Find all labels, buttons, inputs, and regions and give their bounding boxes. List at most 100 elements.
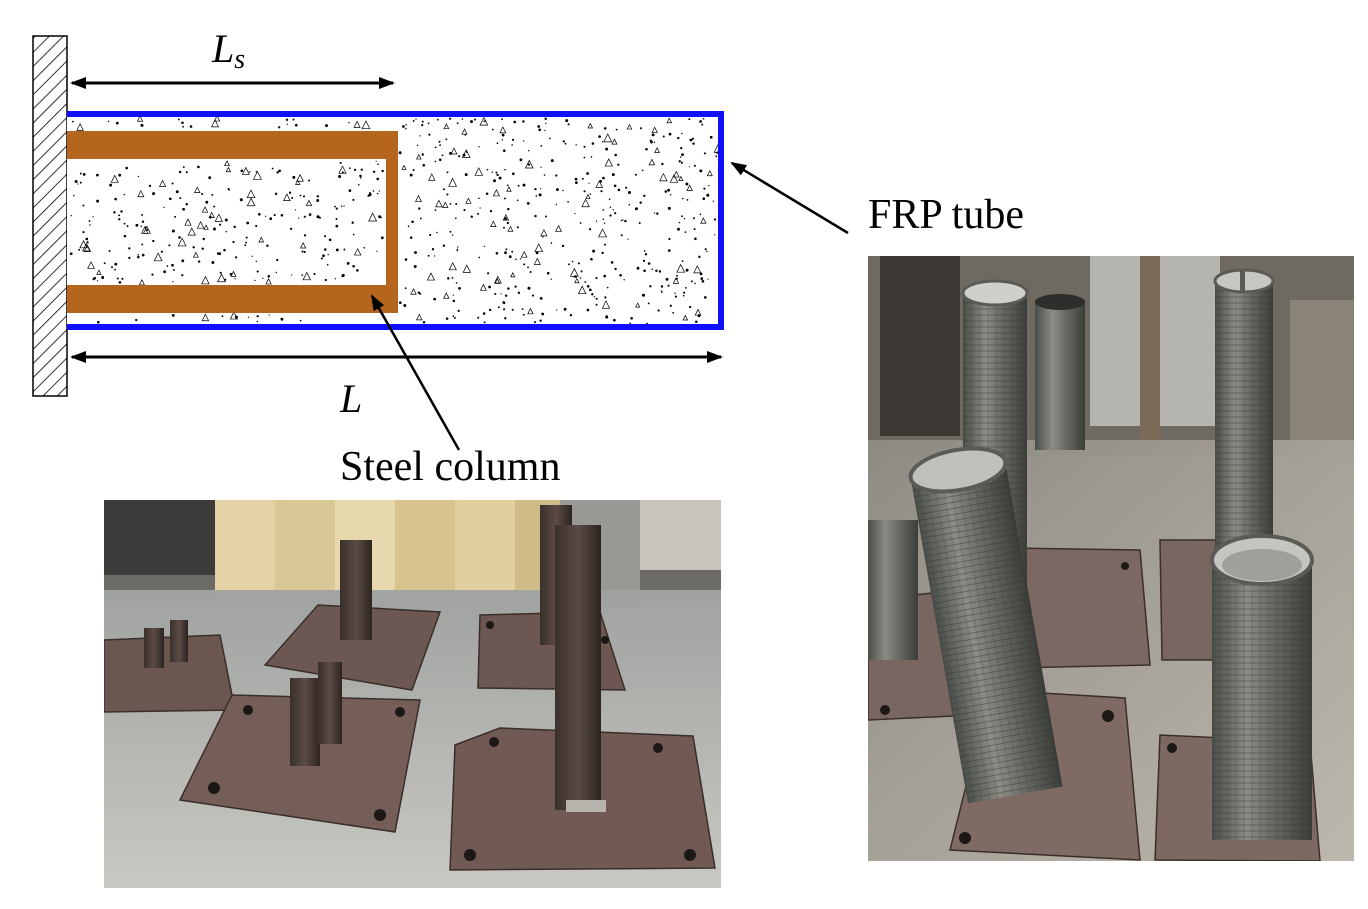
aggregate-dot — [674, 292, 676, 294]
aggregate-dot — [591, 293, 594, 296]
aggregate-dot — [409, 236, 413, 239]
aggregate-dot — [340, 205, 343, 208]
aggregate-dot — [378, 190, 380, 192]
ls-label-main: L — [211, 26, 234, 71]
aggregate-dot — [232, 240, 235, 244]
aggregate-dot — [377, 163, 379, 165]
aggregate-dot — [639, 201, 642, 204]
aggregate-dot — [564, 142, 567, 145]
aggregate-dot — [614, 153, 617, 157]
aggregate-dot — [542, 236, 544, 238]
aggregate-dot — [583, 190, 586, 193]
aggregate-dot — [655, 269, 658, 272]
aggregate-dot — [438, 158, 442, 162]
aggregate-dot — [499, 126, 507, 134]
aggregate-dot — [511, 308, 514, 311]
aggregate-dot — [574, 277, 580, 284]
aggregate-dot — [581, 198, 590, 208]
aggregate-dot — [605, 315, 609, 319]
aggregate-dot — [669, 194, 672, 196]
aggregate-dot — [681, 215, 683, 218]
aggregate-dot — [699, 169, 703, 173]
aggregate-dot — [595, 220, 598, 222]
aggregate-dot — [694, 237, 697, 241]
aggregate-dot — [522, 183, 526, 187]
aggregate-dot — [653, 141, 656, 143]
aggregate-dot — [201, 313, 210, 322]
aggregate-dot — [298, 217, 300, 219]
aggregate-dot — [672, 312, 674, 314]
aggregate-dot — [681, 153, 684, 157]
aggregate-dot — [457, 246, 459, 248]
aggregate-dot — [368, 212, 378, 222]
aggregate-dot — [372, 190, 375, 192]
aggregate-dot — [303, 250, 306, 254]
aggregate-dot — [595, 297, 598, 300]
aggregate-dot — [217, 273, 226, 283]
aggregate-dot — [674, 295, 677, 298]
aggregate-dot — [301, 274, 304, 276]
aggregate-dot — [706, 170, 713, 177]
aggregate-dot — [301, 250, 304, 253]
aggregate-dot — [211, 261, 215, 264]
aggregate-dot — [419, 292, 422, 295]
aggregate-dot — [308, 179, 311, 182]
aggregate-dot — [496, 142, 499, 145]
aggregate-dot — [523, 140, 525, 142]
aggregate-dot — [138, 279, 145, 286]
aggregate-dot — [185, 202, 188, 206]
aggregate-dot — [540, 144, 543, 147]
aggregate-dot — [465, 197, 472, 204]
aggregate-dot — [601, 251, 604, 255]
aggregate-dot — [456, 122, 459, 125]
aggregate-dot — [593, 296, 595, 298]
aggregate-dot — [368, 193, 372, 197]
aggregate-dot — [289, 227, 293, 231]
aggregate-dot — [234, 315, 238, 319]
aggregate-dot — [184, 218, 192, 226]
l-label: L — [339, 376, 362, 421]
aggregate-dot — [88, 220, 91, 222]
aggregate-dot — [403, 304, 407, 307]
aggregate-dot — [504, 317, 507, 320]
aggregate-dot — [489, 209, 493, 213]
aggregate-dot — [563, 307, 567, 311]
aggregate-dot — [363, 246, 366, 249]
aggregate-dot — [109, 183, 113, 187]
aggregate-dot — [153, 252, 163, 262]
aggregate-dot — [634, 207, 638, 211]
aggregate-dot — [611, 138, 618, 145]
aggregate-dot — [258, 236, 265, 243]
aggregate-dot — [506, 186, 512, 192]
ls-label: Ls — [211, 26, 245, 75]
aggregate-dot — [412, 169, 415, 172]
aggregate-dot — [411, 220, 414, 224]
aggregate-dot — [651, 268, 654, 271]
aggregate-dot — [252, 170, 262, 180]
aggregate-dot — [181, 121, 184, 125]
aggregate-dot — [449, 203, 452, 205]
aggregate-dot — [624, 219, 627, 223]
aggregate-dot — [562, 140, 565, 143]
aggregate-dot — [434, 255, 436, 257]
aggregate-dot — [431, 248, 435, 251]
aggregate-dot — [567, 123, 570, 126]
aggregate-dot — [549, 137, 551, 140]
aggregate-dot — [681, 260, 684, 262]
aggregate-dot — [603, 133, 613, 143]
aggregate-dot — [540, 188, 542, 190]
aggregate-dot — [114, 262, 118, 266]
aggregate-dot — [269, 217, 273, 221]
aggregate-dot — [137, 189, 145, 198]
aggregate-dot — [168, 244, 171, 247]
aggregate-dot — [691, 137, 695, 140]
aggregate-dot — [274, 192, 278, 196]
aggregate-dot — [89, 224, 91, 226]
aggregate-dot — [592, 249, 596, 253]
aggregate-dot — [415, 313, 423, 321]
aggregate-dot — [414, 251, 417, 254]
aggregate-dot — [193, 186, 201, 194]
aggregate-dot — [565, 119, 569, 123]
aggregate-dot — [504, 251, 507, 255]
